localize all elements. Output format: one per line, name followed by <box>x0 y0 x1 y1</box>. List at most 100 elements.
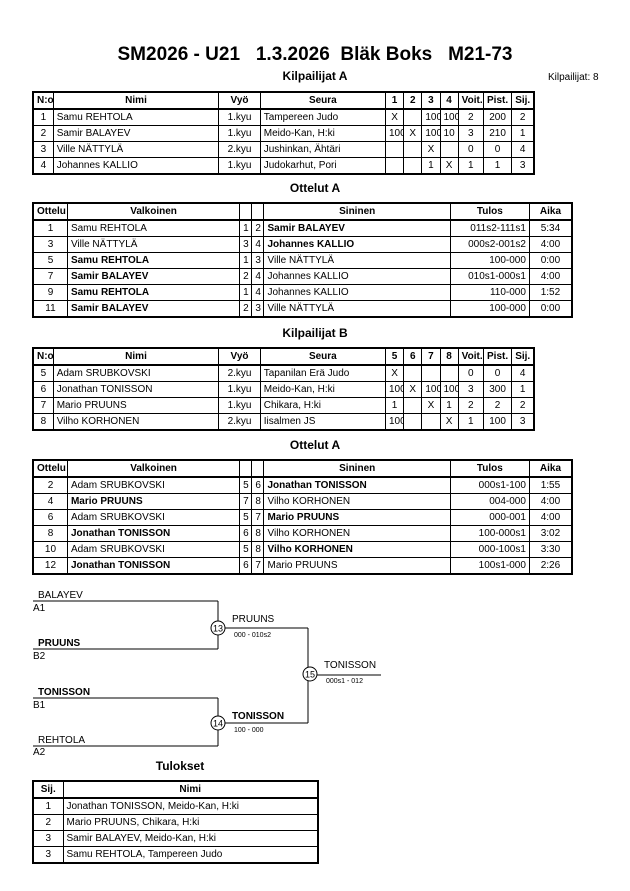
table-cell: X <box>421 141 441 158</box>
table-cell: 1 <box>511 125 535 142</box>
match-no: 12 <box>32 557 68 575</box>
match-no: 4 <box>32 493 68 510</box>
results-title: Tulokset <box>155 759 205 773</box>
table-cell: X <box>421 397 441 414</box>
table-cell: Iisalmen JS <box>259 413 386 431</box>
match-n1: 1 <box>239 219 253 237</box>
match-result: 000s1-100 <box>449 476 530 494</box>
match-blue: Ville NÄTTYLÄ <box>263 300 451 318</box>
table-cell: Chikara, H:ki <box>259 397 386 414</box>
match-winner: PRUUNS <box>232 614 275 625</box>
table-cell: 1.kyu <box>218 108 261 126</box>
column-header: 4 <box>439 91 459 110</box>
column-header: Vyö <box>218 91 261 110</box>
match-no: 8 <box>32 525 68 542</box>
match-winner: TONISSON <box>232 711 284 722</box>
match-result: 100-000 <box>449 300 530 318</box>
table-cell: 1.kyu <box>218 125 261 142</box>
table-cell: 100 <box>421 108 441 126</box>
column-header: Aika <box>528 202 573 221</box>
match-circle <box>210 715 226 731</box>
table-cell <box>403 141 423 158</box>
match-no: 5 <box>32 252 68 269</box>
match-result: 011s2-111s1 <box>449 219 530 237</box>
match-number: 14 <box>213 719 223 729</box>
match-n2: 3 <box>251 300 265 318</box>
bracket-name: TONISSON <box>38 687 90 698</box>
match-number: 13 <box>213 624 223 634</box>
match-time: 1:55 <box>528 476 573 494</box>
table-cell: 1 <box>457 413 484 431</box>
match-white: Samir BALAYEV <box>66 268 241 285</box>
column-header: Ottelu <box>32 202 68 221</box>
match-result: 100s1-000 <box>449 557 530 575</box>
match-result: 004-000 <box>449 493 530 510</box>
table-cell: 1 <box>482 157 513 175</box>
column-header: 5 <box>384 347 405 366</box>
table-cell: 4 <box>511 141 535 158</box>
table-cell: Samu REHTOLA <box>52 108 220 126</box>
column-header: Seura <box>259 91 386 110</box>
match-white: Adam SRUBKOVSKI <box>66 509 241 526</box>
match-blue: Mario PRUUNS <box>263 557 451 575</box>
header-row: Sij.Nimi <box>32 780 319 799</box>
column-header: Valkoinen <box>66 459 241 478</box>
match-n1: 5 <box>239 509 253 526</box>
table-cell: 1 <box>511 381 535 398</box>
match-blue: Mario PRUUNS <box>263 509 451 526</box>
table-cell: 2 <box>511 108 535 126</box>
table-cell: X <box>439 157 459 175</box>
table-cell: 3 <box>32 141 54 158</box>
final-winner: TONISSON <box>324 660 376 671</box>
column-header: Tulos <box>449 202 530 221</box>
column-header: N:o <box>32 91 54 110</box>
rank-cell: 1 <box>32 797 64 815</box>
table-cell: 0 <box>482 364 513 382</box>
match-n2: 8 <box>251 541 265 558</box>
table-cell: 3 <box>457 381 484 398</box>
match-score: 100 - 000 <box>234 727 264 734</box>
table-cell: Johannes KALLIO <box>52 157 220 175</box>
name-cell: Samir BALAYEV, Meido-Kan, H:ki <box>62 830 319 847</box>
semi-1: BALAYEV A1 PRUUNS B2 13 PRUUNS 000 - 010… <box>33 590 275 662</box>
column-header: Valkoinen <box>66 202 241 221</box>
bracket: BALAYEV A1 PRUUNS B2 13 PRUUNS 000 - 010… <box>33 590 381 755</box>
column-header <box>251 202 265 221</box>
table-cell <box>403 413 423 431</box>
final: 15 TONISSON 000s1 - 012 <box>302 660 376 685</box>
table-cell <box>403 157 423 175</box>
column-header: Sij. <box>32 780 64 799</box>
match-n2: 4 <box>251 284 265 301</box>
table-cell <box>421 413 441 431</box>
match-no: 11 <box>32 300 68 318</box>
table-cell: 3 <box>457 125 484 142</box>
name-cell: Jonathan TONISSON, Meido-Kan, H:ki <box>62 797 319 815</box>
rank-cell: 3 <box>32 846 64 864</box>
match-time: 0:00 <box>528 300 573 318</box>
match-time: 2:26 <box>528 557 573 575</box>
match-n2: 3 <box>251 252 265 269</box>
match-result: 110-000 <box>449 284 530 301</box>
column-header: 2 <box>403 91 423 110</box>
column-header <box>251 459 265 478</box>
column-header: 1 <box>384 91 405 110</box>
match-no: 9 <box>32 284 68 301</box>
column-header <box>239 202 253 221</box>
match-white: Mario PRUUNS <box>66 493 241 510</box>
